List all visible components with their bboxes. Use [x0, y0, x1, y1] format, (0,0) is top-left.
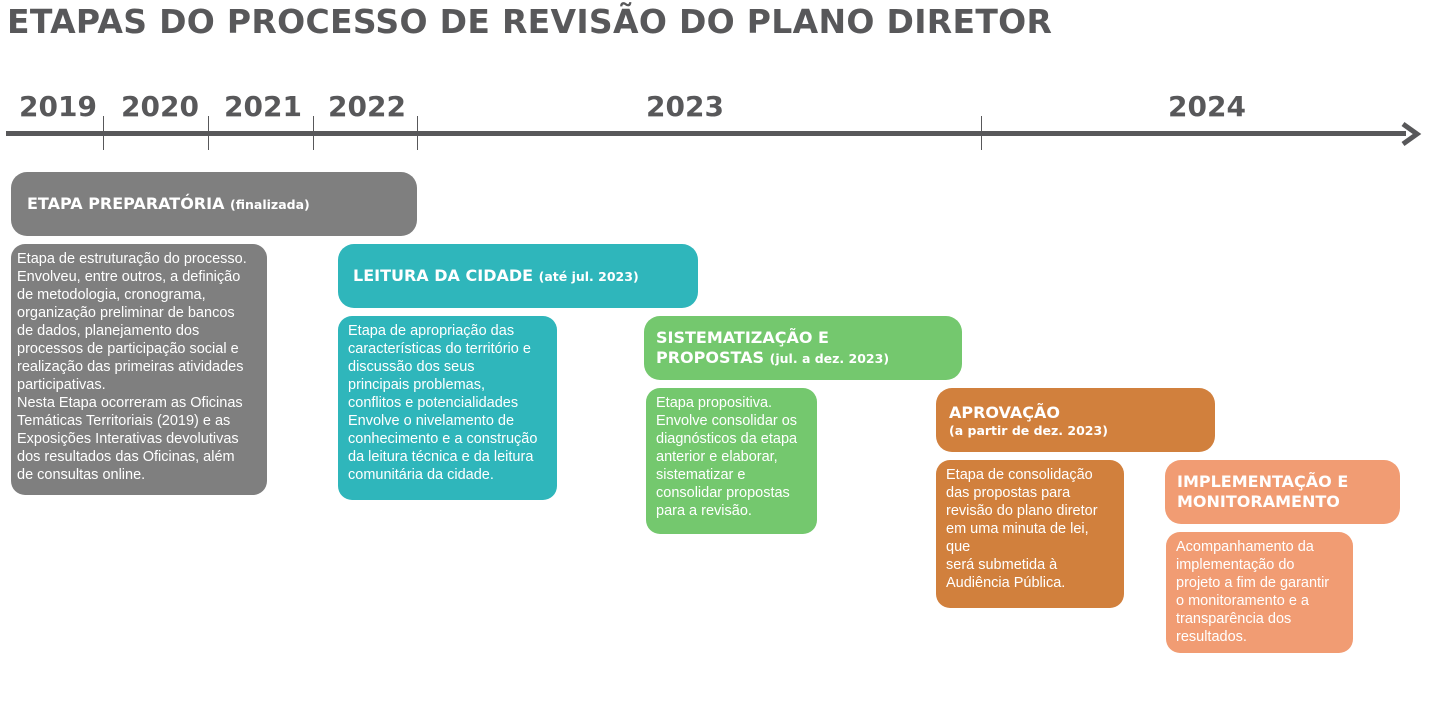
year-label: 2020: [121, 90, 199, 123]
stage-title-line2: MONITORAMENTO: [1177, 492, 1340, 511]
description-line: realização das primeiras atividades: [17, 359, 244, 375]
stage-subtitle: (a partir de dez. 2023): [949, 422, 1108, 438]
description-line: das propostas para: [946, 485, 1071, 501]
stage-title: LEITURA DA CIDADE: [353, 265, 534, 285]
stage-leitura-header: LEITURA DA CIDADE (até jul. 2023): [338, 244, 698, 308]
description-line: Exposições Interativas devolutivas: [17, 431, 239, 447]
timeline-tick: [208, 116, 209, 150]
description-line: de metodologia, cronograma,: [17, 287, 206, 303]
description-line: participativas.: [17, 377, 106, 393]
description-line: Audiência Pública.: [946, 575, 1066, 591]
description-line: diagnósticos da etapa: [656, 431, 798, 447]
description-line: processos de participação social e: [17, 341, 239, 357]
description-line: Etapa de estruturação do processo.: [17, 251, 247, 267]
year-label: 2024: [1168, 90, 1246, 123]
arrow-right-icon: [1401, 121, 1422, 147]
timeline-tick: [313, 116, 314, 150]
description-line: da leitura técnica e da leitura: [348, 449, 534, 465]
stage-preparatoria-description: Etapa de estruturação do processo. Envol…: [11, 244, 267, 495]
stage-sistematizacao-description: Etapa propositiva. Envolve consolidar os…: [646, 388, 817, 534]
description-line: dos resultados das Oficinas, além: [17, 449, 235, 465]
description-line: projeto a fim de garantir: [1176, 575, 1330, 591]
description-line: que: [946, 539, 971, 555]
description-line: Nesta Etapa ocorreram as Oficinas: [17, 395, 243, 411]
description-line: conflitos e potencialidades: [348, 395, 519, 411]
stage-implementacao-description: Acompanhamento da implementação do proje…: [1166, 532, 1353, 653]
description-line: anterior e elaborar,: [656, 449, 778, 465]
description-line: Acompanhamento da: [1176, 539, 1314, 555]
description-line: de dados, planejamento dos: [17, 323, 200, 339]
description-line: principais problemas,: [348, 377, 486, 393]
timeline-line: [6, 131, 1406, 136]
description-line: de consultas online.: [17, 467, 146, 483]
description-line: resultados.: [1176, 629, 1247, 645]
stage-sistematizacao-header: SISTEMATIZAÇÃO E PROPOSTAS (jul. a dez. …: [644, 316, 962, 380]
description-line: consolidar propostas: [656, 485, 790, 501]
description-line: Etapa de consolidação: [946, 467, 1093, 483]
stage-title: SISTEMATIZAÇÃO E: [656, 327, 829, 347]
page-title: ETAPAS DO PROCESSO DE REVISÃO DO PLANO D…: [7, 2, 1053, 41]
year-label: 2022: [328, 90, 406, 123]
description-line: sistematizar e: [656, 467, 746, 483]
stage-title: APROVAÇÃO: [949, 402, 1061, 422]
description-line: será submetida à: [946, 557, 1058, 573]
stage-implementacao-header: IMPLEMENTAÇÃO E MONITORAMENTO: [1165, 460, 1400, 524]
timeline-tick: [417, 116, 418, 150]
description-line: Envolveu, entre outros, a definição: [17, 269, 241, 285]
stage-title-line2: PROPOSTAS: [656, 347, 765, 367]
description-line: conhecimento e a construção: [348, 431, 538, 447]
description-line: Envolve consolidar os: [656, 413, 798, 429]
description-line: em uma minuta de lei,: [946, 521, 1089, 537]
description-line: Etapa propositiva.: [656, 395, 773, 411]
year-label: 2019: [19, 90, 97, 123]
description-line: Etapa de apropriação das: [348, 323, 515, 339]
description-line: organização preliminar de bancos: [17, 305, 235, 321]
year-label: 2021: [224, 90, 302, 123]
description-line: revisão do plano diretor: [946, 503, 1098, 519]
timeline-tick: [981, 116, 982, 150]
stage-leitura-description: Etapa de apropriação das características…: [338, 316, 557, 500]
description-line: para a revisão.: [656, 503, 752, 519]
stage-aprovacao-header: APROVAÇÃO (a partir de dez. 2023): [936, 388, 1215, 452]
description-line: características do território e: [348, 341, 531, 357]
stage-subtitle: (até jul. 2023): [538, 268, 639, 284]
description-line: implementação do: [1176, 557, 1295, 573]
description-line: o monitoramento e a: [1176, 593, 1309, 609]
description-line: transparência dos: [1176, 611, 1292, 627]
description-line: Temáticas Territoriais (2019) e as: [17, 413, 231, 429]
description-line: comunitária da cidade.: [348, 467, 494, 483]
description-line: Envolve o nivelamento de: [348, 413, 515, 429]
stage-subtitle: (finalizada): [230, 196, 310, 212]
stage-subtitle: (jul. a dez. 2023): [769, 350, 890, 366]
stage-aprovacao-description: Etapa de consolidação das propostas para…: [936, 460, 1124, 608]
stage-title: ETAPA PREPARATÓRIA: [27, 193, 225, 213]
timeline-tick: [103, 116, 104, 150]
stage-title: IMPLEMENTAÇÃO E: [1177, 472, 1349, 491]
stage-preparatoria-header: ETAPA PREPARATÓRIA (finalizada): [11, 172, 417, 236]
year-label: 2023: [646, 90, 724, 123]
description-line: discussão dos seus: [348, 359, 475, 375]
